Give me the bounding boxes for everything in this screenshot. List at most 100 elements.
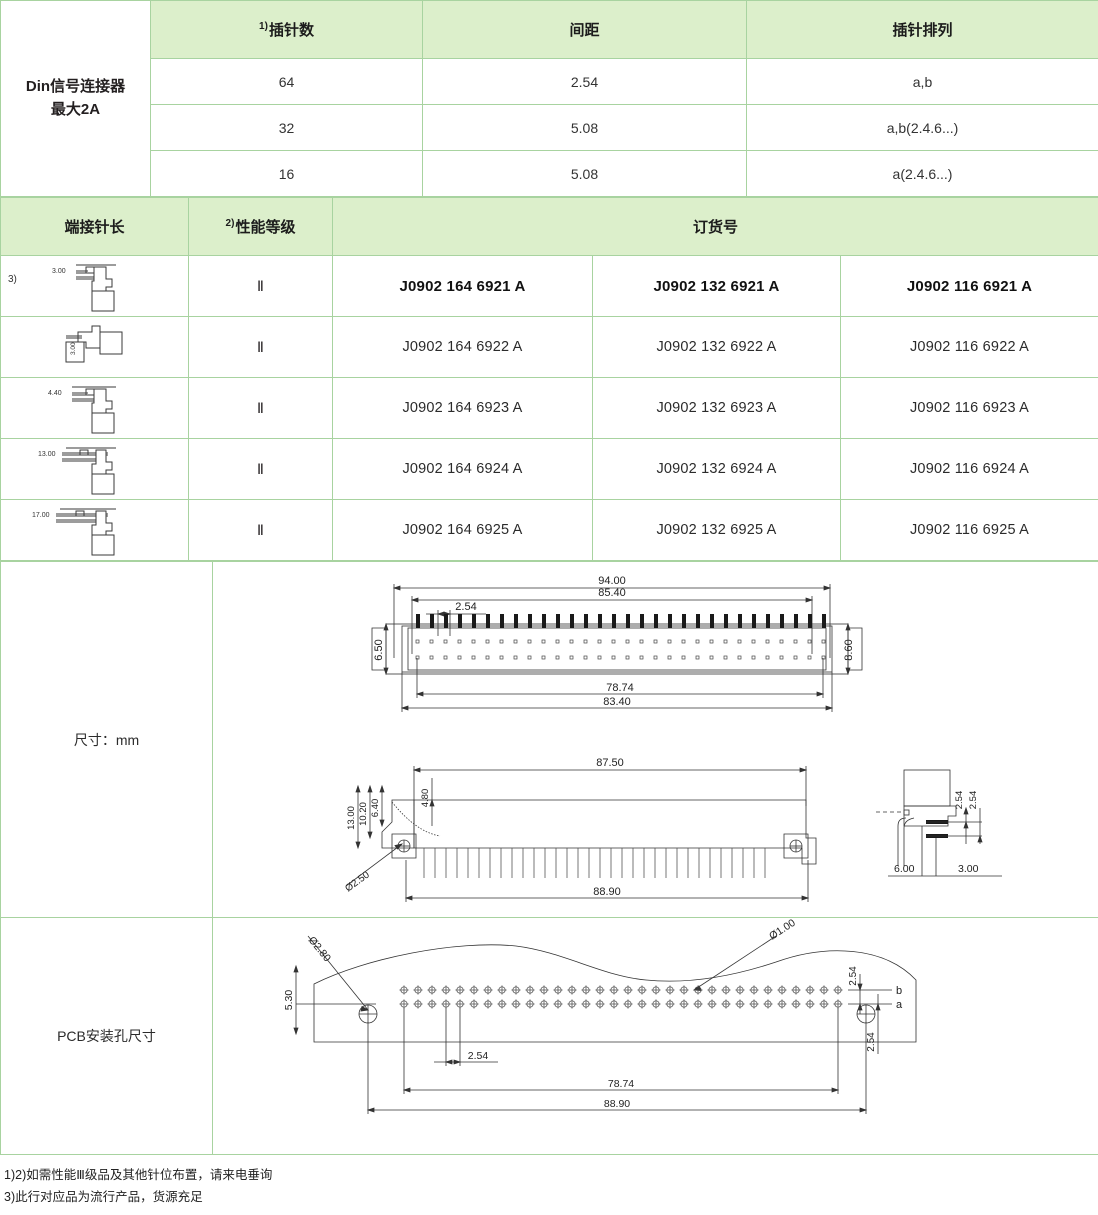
connector-profile-icon: 4.40 xyxy=(30,379,160,437)
footnote-line-2: 3)此行对应品为流行产品，货源充足 xyxy=(4,1187,1094,1209)
product-name-line1: Din信号连接器 xyxy=(1,76,150,99)
cell-order-no: J0902 164 6923 A xyxy=(333,378,593,439)
table-row: 3.00 Ⅱ J0902 164 6922 A J0902 132 6922 A… xyxy=(1,317,1098,378)
dim-edge-distance: 5.30 xyxy=(283,990,295,1011)
header-pin-length: 端接针长 xyxy=(1,198,189,256)
dim-13: 13.00 xyxy=(346,806,357,830)
header-grade: 2)性能等级 xyxy=(189,198,333,256)
dim-pcb-pin-field: 78.74 xyxy=(607,1078,633,1090)
dim-body-width: 83.40 xyxy=(603,696,631,708)
dim-right-height: 8.60 xyxy=(843,639,855,660)
dim-left-height: 6.50 xyxy=(373,639,385,660)
side-view-drawing: 87.50 4.80 13.00 xyxy=(216,752,1096,917)
cell-order-no: J0902 164 6921 A xyxy=(333,256,593,317)
footnotes: 1)2)如需性能Ⅲ级品及其他针位布置，请来电垂询 3)此行对应品为流行产品，货源… xyxy=(0,1155,1098,1215)
cell-order-no: J0902 132 6921 A xyxy=(593,256,841,317)
cell-grade: Ⅱ xyxy=(189,500,333,561)
cell-order-no: J0902 132 6923 A xyxy=(593,378,841,439)
product-name-line2: 最大2A xyxy=(1,99,150,122)
dimensions-row: 尺寸：mm 94.00 xyxy=(1,562,1098,918)
pin-dim-label: 17.00 xyxy=(32,512,50,519)
dim-mount-hole-dia: Ø2.80 xyxy=(305,934,332,964)
row-label-b: b xyxy=(896,985,902,997)
pcb-row: PCB安装孔尺寸 5.30 Ø2.80 xyxy=(1,918,1098,1155)
pin-length-diagram-cell: 4.40 xyxy=(1,378,189,439)
pin-dim-label: 3.00 xyxy=(70,342,77,355)
front-view-drawing: 94.00 85.40 2.54 xyxy=(216,562,1096,752)
cell-order-no: J0902 132 6925 A xyxy=(593,500,841,561)
header-pitch: 间距 xyxy=(423,1,747,59)
cell-pitch: 5.08 xyxy=(423,105,747,151)
dim-pcb-overall: 88.90 xyxy=(603,1098,629,1110)
pcb-drawing-cell: 5.30 Ø2.80 Ø1.00 xyxy=(213,918,1098,1155)
cell-order-no: J0902 132 6924 A xyxy=(593,439,841,500)
dim-top-width: 87.50 xyxy=(596,757,624,769)
spec-table-header-row: Din信号连接器 最大2A 1)插针数 间距 插针排列 xyxy=(1,1,1098,59)
header-pin-count: 1)插针数 xyxy=(151,1,423,59)
footnote-ref-3: 3) xyxy=(8,274,17,285)
pcb-hole-drawing: 5.30 Ø2.80 Ø1.00 xyxy=(216,918,1096,1154)
cell-grade: Ⅱ xyxy=(189,317,333,378)
pin-dim-label: 4.40 xyxy=(48,390,62,397)
cell-order-no: J0902 116 6922 A xyxy=(841,317,1098,378)
dimension-drawings-cell: 94.00 85.40 2.54 xyxy=(213,562,1098,918)
product-name-cell: Din信号连接器 最大2A xyxy=(1,1,151,197)
cell-arrangement: a(2.4.6...) xyxy=(747,151,1098,197)
cell-order-no: J0902 164 6924 A xyxy=(333,439,593,500)
dim-640: 6.40 xyxy=(370,799,381,818)
header-arrangement: 插针排列 xyxy=(747,1,1098,59)
cell-grade: Ⅱ xyxy=(189,378,333,439)
footnote-line-1: 1)2)如需性能Ⅲ级品及其他针位布置，请来电垂询 xyxy=(4,1165,1094,1187)
cell-arrangement: a,b xyxy=(747,59,1098,105)
drawings-table: 尺寸：mm 94.00 xyxy=(0,561,1098,1155)
dim-pcb-pitch: 2.54 xyxy=(467,1050,488,1062)
header-grade-label: 性能等级 xyxy=(235,219,295,236)
table-row: 16 5.08 a(2.4.6...) xyxy=(1,151,1098,197)
cell-order-no: J0902 116 6923 A xyxy=(841,378,1098,439)
cell-order-no: J0902 164 6925 A xyxy=(333,500,593,561)
dim-mounting-span: 85.40 xyxy=(598,587,626,599)
dim-left-offset: 6.00 xyxy=(894,863,915,875)
cell-pin-count: 64 xyxy=(151,59,423,105)
dim-pitch: 2.54 xyxy=(455,601,476,613)
footnote-ref-2: 2) xyxy=(226,218,236,229)
dim-row-pitch-top: 2.54 xyxy=(848,966,859,986)
pin-length-diagram-cell: 13.00 xyxy=(1,439,189,500)
dim-hole-dia: Ø2.50 xyxy=(343,869,372,894)
pin-length-diagram-cell: 17.00 xyxy=(1,500,189,561)
row-label-a: a xyxy=(896,999,903,1011)
order-table-header-row: 端接针长 2)性能等级 订货号 xyxy=(1,198,1098,256)
dim-pin-hole-dia: Ø1.00 xyxy=(767,918,798,943)
dim-right-offset: 3.00 xyxy=(958,863,979,875)
cell-order-no: J0902 164 6922 A xyxy=(333,317,593,378)
cell-pin-count: 32 xyxy=(151,105,423,151)
connector-profile-icon: 17.00 xyxy=(30,501,160,559)
cell-grade: Ⅱ xyxy=(189,439,333,500)
dim-detail-pitch-upper: 2.54 xyxy=(954,791,965,810)
cell-pin-count: 16 xyxy=(151,151,423,197)
dim-bottom-width: 88.90 xyxy=(593,886,621,898)
order-table: 端接针长 2)性能等级 订货号 3) 3.0 xyxy=(0,197,1098,561)
dim-detail-pitch-lower: 2.54 xyxy=(968,791,979,810)
table-row: 64 2.54 a,b xyxy=(1,59,1098,105)
table-row: 32 5.08 a,b(2.4.6...) xyxy=(1,105,1098,151)
cell-order-no: J0902 116 6924 A xyxy=(841,439,1098,500)
table-row: 17.00 Ⅱ J0902 164 6925 A J0902 132 6925 … xyxy=(1,500,1098,561)
connector-profile-icon: 3.00 xyxy=(30,318,160,376)
pin-length-diagram-cell: 3.00 xyxy=(1,317,189,378)
dim-1020: 10.20 xyxy=(358,802,369,826)
footnote-ref-1: 1) xyxy=(259,21,269,32)
header-order-no: 订货号 xyxy=(333,198,1098,256)
dimensions-label: 尺寸：mm xyxy=(1,562,213,918)
table-row: 3) 3.00 Ⅱ J0902 164 6921 A J0902 132 692… xyxy=(1,256,1098,317)
header-pin-count-label: 插针数 xyxy=(269,22,314,39)
connector-profile-icon: 13.00 xyxy=(30,440,160,498)
pin-dim-label: 13.00 xyxy=(38,451,56,458)
connector-profile-icon: 3.00 xyxy=(30,257,160,315)
spec-table: Din信号连接器 最大2A 1)插针数 间距 插针排列 64 2.54 a,b … xyxy=(0,0,1098,197)
table-row: 13.00 Ⅱ J0902 164 6924 A J0902 132 6924 … xyxy=(1,439,1098,500)
cell-order-no: J0902 132 6922 A xyxy=(593,317,841,378)
cell-arrangement: a,b(2.4.6...) xyxy=(747,105,1098,151)
dim-overall-width: 94.00 xyxy=(598,575,626,587)
